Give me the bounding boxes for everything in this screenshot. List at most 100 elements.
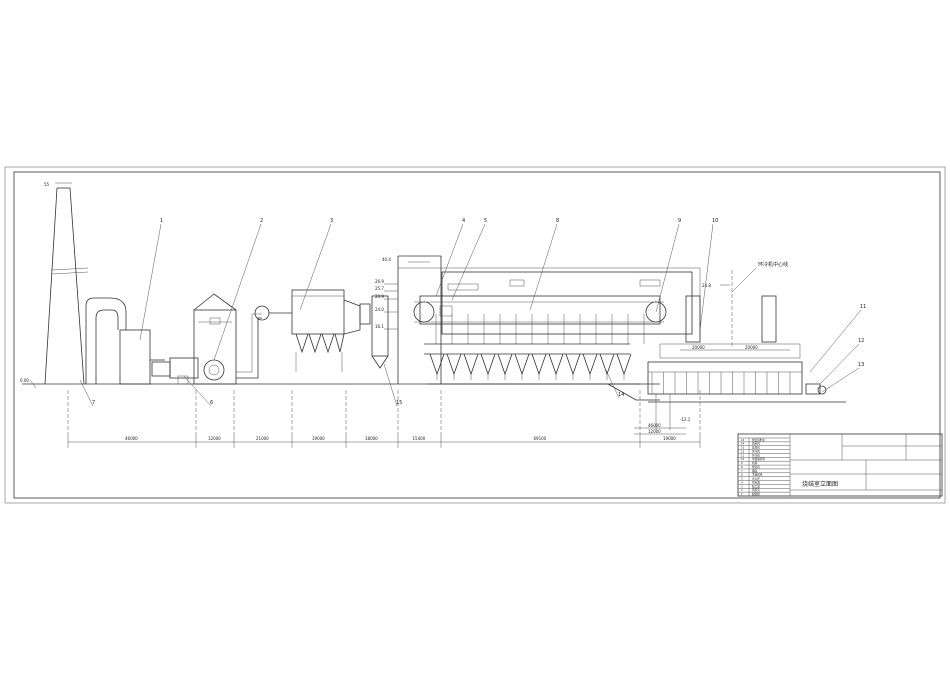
inner-border [13, 171, 941, 499]
wind-box [616, 353, 632, 376]
elevation-labels: 26.9 25.7 24.9 24.0 16.1 [375, 279, 398, 330]
part-number: 13 [858, 362, 864, 368]
part-number: 4 [462, 218, 465, 224]
dust-collector [291, 289, 371, 372]
title-row-number: 9 [741, 461, 743, 465]
title-row-name: 单辊破碎机 [752, 457, 765, 461]
chimney-elevation: 55 [44, 182, 50, 187]
part-leader [655, 223, 680, 313]
title-row-name: 烧结机 [752, 465, 760, 469]
dimension-text: 21000 [256, 436, 269, 441]
wind-box [480, 353, 496, 376]
title-row-number: 3 [741, 484, 743, 488]
part-leader [605, 369, 620, 399]
title-row-number: 10 [741, 457, 745, 461]
part-leader [529, 223, 558, 311]
title-row-number: 6 [741, 473, 743, 477]
right-elevation: 24.8 [702, 283, 711, 288]
sub-dim-2: 12000 [648, 429, 661, 434]
outer-border [4, 166, 946, 504]
title-row-name: 环冷机 [752, 449, 760, 453]
title-row-name: 风机房 [752, 488, 760, 492]
title-row-name: 鼓风机 [752, 446, 760, 450]
title-row-name: 烧结机框架 [752, 438, 765, 442]
wind-box [446, 353, 462, 376]
sinter-machine [413, 271, 693, 355]
title-row-number: 12 [741, 449, 745, 453]
part-leader [183, 375, 212, 407]
title-row-name: 给料机 [752, 442, 760, 446]
title-row-number: 13 [741, 446, 745, 450]
part-leader [819, 343, 860, 385]
elevation-label: 25.7 [375, 286, 384, 291]
elevation-label: 26.9 [375, 279, 384, 284]
part-leader [821, 367, 860, 393]
chimney: 55 [44, 182, 89, 385]
elevation-label: 24.9 [375, 294, 384, 299]
title-row-number: 14 [741, 442, 745, 446]
title-row-name: 除尘器 [752, 484, 760, 488]
part-leader [383, 363, 398, 407]
wind-box [548, 353, 564, 376]
dimension-text: 69100 [534, 436, 547, 441]
part-leader [299, 223, 332, 311]
part-leader [699, 223, 714, 331]
wind-box [599, 353, 615, 376]
title-row-number: 5 [741, 477, 743, 481]
wind-box [582, 353, 598, 376]
title-row-number: 8 [741, 465, 743, 469]
part-number: 10 [712, 218, 718, 224]
title-row-number: 1 [741, 492, 743, 496]
dimension-text: 18000 [365, 436, 378, 441]
bottom-right-elevation: -12.1 [680, 417, 691, 422]
part-number: 3 [330, 218, 333, 224]
wind-box [514, 353, 530, 376]
cooler-cells [651, 372, 791, 394]
top-dim-2: 20000 [745, 345, 758, 350]
part-leader [809, 309, 862, 373]
sub-dim-1: 46000 [648, 423, 661, 428]
part-number: 2 [260, 218, 263, 224]
elevation-label: 24.0 [375, 307, 384, 312]
wind-box [429, 353, 445, 376]
title-row-number: 4 [741, 480, 743, 484]
cooler-centerline-label: 环冷机中心线 [758, 261, 788, 268]
part-number: 11 [860, 304, 866, 310]
dimension-text: 46000 [125, 436, 138, 441]
dimension-text: 15400 [413, 436, 426, 441]
part-leader [79, 379, 94, 407]
ring-cooler: 环冷机中心线 24.8 -12.1 [647, 261, 846, 430]
title-row-name: 机尾 [752, 461, 758, 465]
title-row-name: 主抽风机 [752, 473, 763, 477]
fan-house [193, 293, 237, 385]
title-row-number: 15 [741, 438, 745, 442]
part-number: 7 [92, 400, 95, 406]
title-row-name: 脱硫塔 [752, 492, 760, 496]
dimension-text: 12000 [208, 436, 221, 441]
part-leader [139, 223, 162, 341]
title-row-number: 2 [741, 488, 743, 492]
title-row-name: 烟囱 [752, 469, 758, 473]
part-leader [213, 223, 262, 361]
wind-box [463, 353, 479, 376]
part-number: 6 [210, 400, 213, 406]
drawing-name: 烧结室立面图 [802, 480, 838, 488]
sintering-frame: 40.4 [371, 255, 442, 384]
top-elevation: 40.4 [382, 257, 391, 262]
wind-boxes [429, 314, 645, 380]
title-row-number: 7 [741, 469, 743, 473]
part-number: 9 [678, 218, 681, 224]
elevation-label: 16.1 [375, 324, 384, 329]
dimension-text: 19000 [663, 436, 676, 441]
part-leader [435, 223, 464, 297]
wind-box [497, 353, 513, 376]
part-number: 14 [618, 392, 624, 398]
ground-elevation: 0.00 [20, 378, 29, 383]
part-number: 5 [484, 218, 487, 224]
title-row-name: 点火炉 [752, 477, 760, 481]
part-leader [451, 223, 486, 301]
